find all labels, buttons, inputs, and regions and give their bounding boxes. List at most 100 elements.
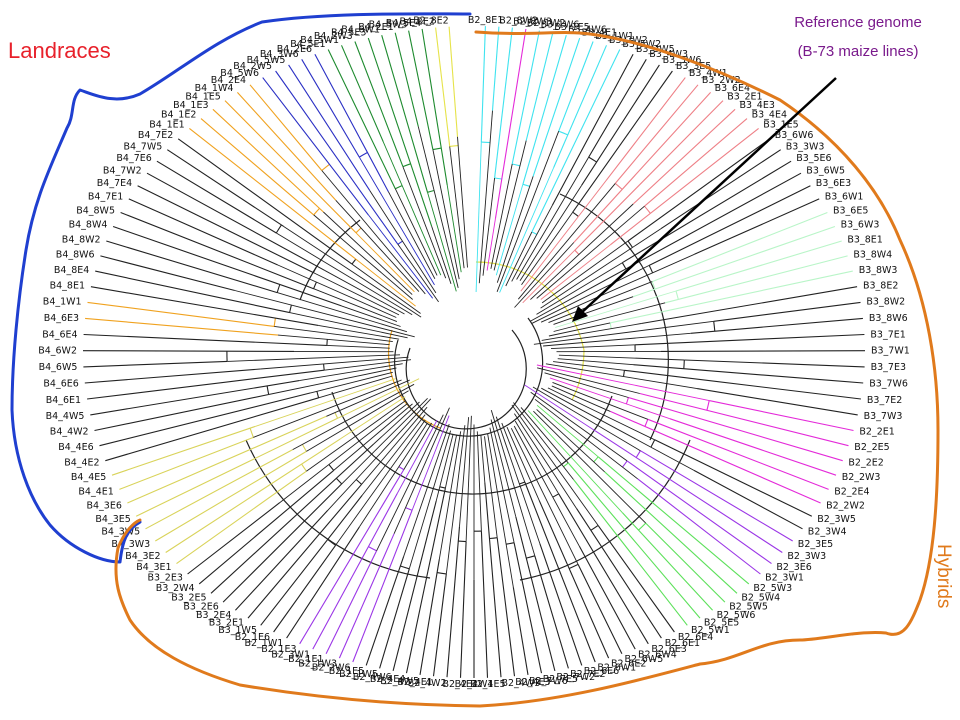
inner-branch xyxy=(326,379,410,417)
leaf-label: B3_2E6 xyxy=(183,601,218,612)
inner-branch xyxy=(277,292,408,333)
branch-B4_7E2 xyxy=(177,138,353,265)
branch-B4_6W5 xyxy=(83,360,228,368)
leaf-label: B2_4W1 xyxy=(455,679,494,690)
branch-B4_4W2 xyxy=(94,393,269,432)
inner-branch xyxy=(511,404,599,526)
inner-branch xyxy=(490,409,536,556)
leaf-label: B3_1W6 xyxy=(541,20,580,31)
inner-branch xyxy=(517,183,616,300)
clade-connector xyxy=(644,419,649,427)
inner-branch xyxy=(376,414,444,551)
clade-connector xyxy=(563,462,569,468)
leaf-label: B4_1W1 xyxy=(43,297,82,308)
leaf-label: B2_4W2 xyxy=(408,678,447,689)
branch-B4_7E1 xyxy=(128,198,279,266)
leaf-label: B2_1E5 xyxy=(329,666,364,677)
clade-connector xyxy=(552,493,559,498)
inner-branch xyxy=(496,131,560,292)
inner-branch xyxy=(516,156,590,280)
branch-B2_2E4 xyxy=(647,418,829,490)
branch-B3_4E3 xyxy=(632,108,736,205)
branch-B4_5W3 xyxy=(408,30,434,150)
branch-B2_2E2 xyxy=(628,396,843,462)
inner-branch xyxy=(527,410,623,514)
clade-connector xyxy=(312,265,318,273)
branch-B4_1W4 xyxy=(236,92,337,201)
leaf-label: B4_7E6 xyxy=(116,153,151,164)
clade-connector xyxy=(316,391,320,398)
branch-B3_8W2 xyxy=(713,301,861,322)
leaf-label: B2_7E2 xyxy=(570,669,605,680)
inner-branch xyxy=(457,136,468,268)
leaf-label: B4_7E4 xyxy=(97,178,132,189)
leaf-label: B2_4E2 xyxy=(442,679,477,690)
inner-branch xyxy=(359,422,428,528)
leaf-label: B2_6E1 xyxy=(665,638,700,649)
leaf-label: B4_4E6 xyxy=(58,442,93,453)
leaf-label: B2_6W5 xyxy=(625,654,664,665)
leaf-label: B3_6E4 xyxy=(715,83,750,94)
branch-B4_1E3 xyxy=(212,108,324,213)
inner-branch xyxy=(540,244,611,300)
leaf-label: B2_6E2 xyxy=(611,659,646,670)
inner-branch xyxy=(324,269,405,315)
branch-B4_5E4 xyxy=(421,28,448,186)
branch-B3_7E3 xyxy=(684,359,865,368)
inner-branch xyxy=(341,397,428,485)
branch-B4_4E1 xyxy=(119,436,254,490)
clade-connector xyxy=(622,460,628,468)
inner-branch xyxy=(536,409,605,473)
leaf-label: B2_5W3 xyxy=(753,583,792,594)
branch-B4_2W5 xyxy=(275,70,399,245)
inner-branch xyxy=(394,188,438,276)
hybrids-outline xyxy=(114,30,940,708)
clade-connector xyxy=(644,205,651,214)
clade-connector xyxy=(621,262,627,270)
inner-branch xyxy=(493,140,527,271)
leaf-label: B3_4E1 xyxy=(582,27,617,38)
clade-connector xyxy=(625,397,629,405)
inner-branch xyxy=(514,242,575,308)
clade-connector xyxy=(266,385,270,395)
branch-B2_4E4 xyxy=(405,487,446,674)
branch-B4_6E6 xyxy=(84,368,261,384)
clade-connector xyxy=(494,177,502,180)
branch-B2_1W5 xyxy=(379,568,410,669)
branch-B4_8E1 xyxy=(90,286,319,326)
leaf-label: B2_5W5 xyxy=(729,601,768,612)
clade-connector xyxy=(368,546,377,552)
clade-connector xyxy=(427,189,435,193)
leaf-label: B2_6E6 xyxy=(584,666,619,677)
branch-B2_6E6 xyxy=(539,543,583,666)
leaf-label: B4_4E5 xyxy=(71,472,106,483)
branch-B3_5E6 xyxy=(622,160,792,264)
leaf-label: B3_3W6 xyxy=(663,55,702,66)
leaf-label: B3_5E6 xyxy=(796,153,831,164)
leaf-label: B2_2W2 xyxy=(826,500,865,511)
leaf-label: B3_2W4 xyxy=(156,583,195,594)
leaf-label: B4_1E3 xyxy=(173,100,208,111)
inner-branch xyxy=(306,390,409,452)
inner-branch xyxy=(536,364,710,402)
branch-B3_8W4 xyxy=(664,255,848,304)
leaf-label: B4_5W1 xyxy=(300,35,339,46)
branch-B2_8W3 xyxy=(494,27,513,179)
inner-branch xyxy=(431,225,452,284)
black-ring-4 xyxy=(559,193,669,441)
branch-B4_8W5 xyxy=(120,211,314,290)
branch-B4_5W5 xyxy=(288,64,371,191)
leaf-label: B3_6E3 xyxy=(816,178,851,189)
branch-B2_1E3 xyxy=(299,469,405,645)
leaf-label: B4_7W2 xyxy=(103,165,142,176)
leaf-label: B2_3E5 xyxy=(798,539,833,550)
branch-B2_7E2 xyxy=(534,555,569,669)
inner-branch xyxy=(373,401,420,445)
branch-B3_3W6 xyxy=(581,64,660,186)
leaf-label: B4_7E1 xyxy=(88,191,123,202)
branch-B4_2E1 xyxy=(394,32,419,127)
leaf-label: B3_1E5 xyxy=(554,22,589,33)
inner-branch xyxy=(520,180,607,292)
branch-B4_4E5 xyxy=(111,425,256,476)
